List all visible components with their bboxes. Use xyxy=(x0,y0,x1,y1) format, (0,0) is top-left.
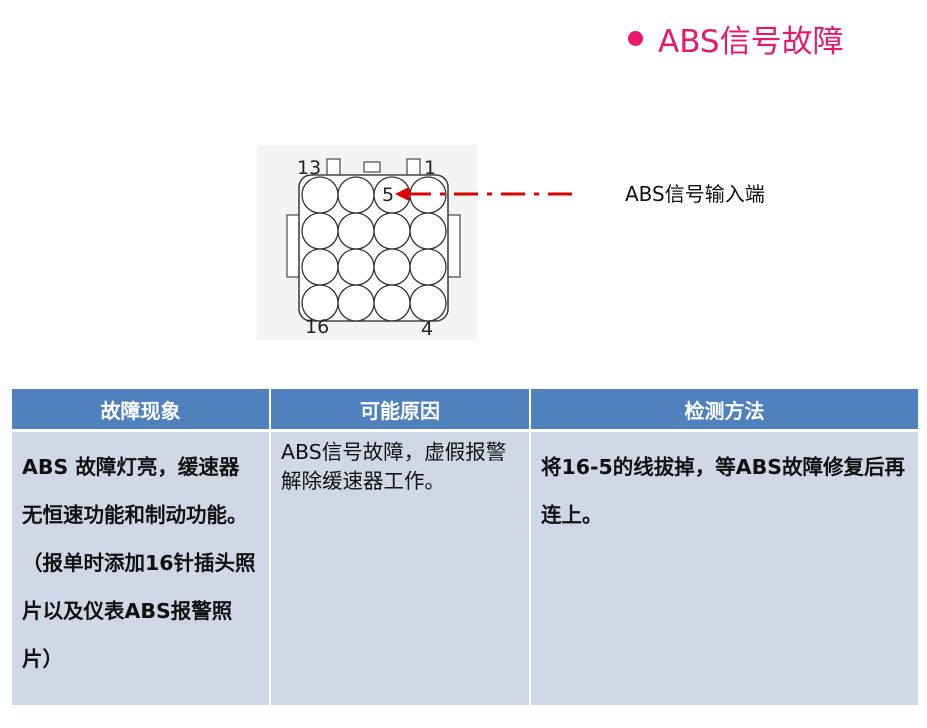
pin-circle xyxy=(301,248,339,286)
pin-label-bottom-left: 16 xyxy=(305,316,329,338)
connector-diagram: 13 1 5 16 4 xyxy=(257,145,587,345)
pin-circle xyxy=(301,212,339,250)
pin-circle xyxy=(337,176,375,214)
pin-circle xyxy=(373,248,411,286)
pin-label-top-left: 13 xyxy=(297,157,321,179)
slide-title: ABS信号故障 xyxy=(658,24,844,60)
header-cause: 可能原因 xyxy=(270,389,531,432)
connector-housing xyxy=(298,174,449,322)
pin-circle xyxy=(409,284,447,322)
pin-label-top-right: 1 xyxy=(424,157,436,179)
pin-circle xyxy=(373,284,411,322)
pin-circle xyxy=(301,176,339,214)
pin-circle xyxy=(373,212,411,250)
header-symptom: 故障现象 xyxy=(12,389,271,432)
arrow-head xyxy=(395,187,409,201)
cell-symptom: ABS 故障灯亮，缓速器无恒速功能和制动功能。（报单时添加16针插头照片以及仪表… xyxy=(12,430,271,705)
latch-center xyxy=(363,161,381,173)
bullet-icon xyxy=(628,31,643,46)
pin-grid xyxy=(301,176,447,322)
callout-label: ABS信号输入端 xyxy=(625,182,765,206)
fault-table: 故障现象 可能原因 检测方法 ABS 故障灯亮，缓速器无恒速功能和制动功能。（报… xyxy=(12,389,918,705)
pin-label-highlight: 5 xyxy=(382,184,394,206)
table-row: ABS 故障灯亮，缓速器无恒速功能和制动功能。（报单时添加16针插头照片以及仪表… xyxy=(12,430,918,705)
header-method: 检测方法 xyxy=(530,389,918,432)
pin-circle xyxy=(409,248,447,286)
pin-circle xyxy=(337,284,375,322)
table-header-row: 故障现象 可能原因 检测方法 xyxy=(12,389,918,432)
pin-circle xyxy=(337,212,375,250)
cell-cause: ABS信号故障，虚假报警解除缓速器工作。 xyxy=(270,430,531,705)
pin-circle xyxy=(409,212,447,250)
cell-method: 将16-5的线拔掉，等ABS故障修复后再连上。 xyxy=(530,430,918,705)
connector-drawing: 13 1 5 16 4 xyxy=(257,145,572,340)
pin-circle xyxy=(337,248,375,286)
title-row: ABS信号故障 xyxy=(628,16,844,61)
pin-label-bottom-right: 4 xyxy=(421,318,433,340)
